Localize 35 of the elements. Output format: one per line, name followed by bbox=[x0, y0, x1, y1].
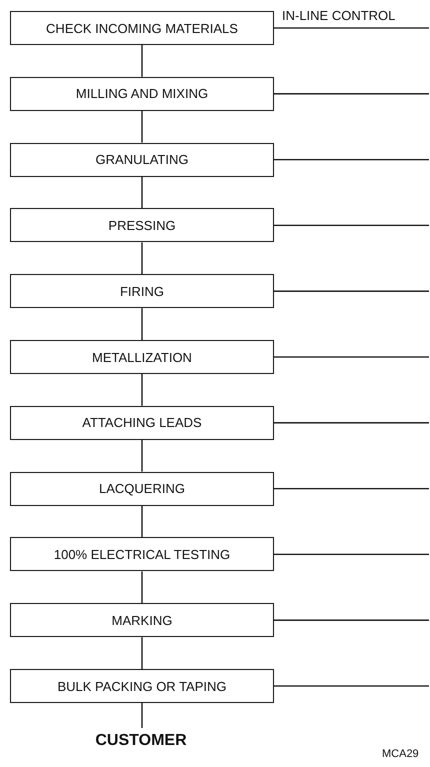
control-line bbox=[274, 27, 429, 29]
column-heading: IN-LINE CONTROL bbox=[282, 8, 396, 23]
connector-line bbox=[141, 637, 143, 669]
process-box: 100% ELECTRICAL TESTING bbox=[10, 537, 274, 572]
control-line bbox=[274, 224, 429, 226]
control-line bbox=[274, 488, 429, 490]
connector-line bbox=[141, 242, 143, 274]
process-box: LACQUERING bbox=[10, 472, 274, 506]
process-box: CHECK INCOMING MATERIALS bbox=[10, 11, 274, 45]
process-box: MARKING bbox=[10, 603, 274, 638]
connector-line bbox=[141, 440, 143, 472]
connector-line bbox=[141, 308, 143, 340]
control-line bbox=[274, 290, 429, 292]
control-line bbox=[274, 620, 429, 621]
connector-line bbox=[141, 176, 143, 208]
process-box: MILLING AND MIXING bbox=[10, 76, 274, 111]
control-line bbox=[274, 158, 429, 160]
process-box: FIRING bbox=[10, 274, 274, 308]
connector-line bbox=[141, 703, 143, 728]
connector-line bbox=[141, 506, 143, 538]
connector-line bbox=[141, 571, 143, 604]
control-line bbox=[274, 93, 429, 94]
control-line bbox=[274, 685, 429, 687]
connector-line bbox=[141, 374, 143, 406]
figure-code: MCA29 bbox=[382, 748, 419, 760]
process-box: ATTACHING LEADS bbox=[10, 406, 274, 440]
process-box: PRESSING bbox=[10, 208, 274, 242]
control-line bbox=[274, 422, 429, 424]
process-box: BULK PACKING OR TAPING bbox=[10, 669, 274, 703]
connector-line bbox=[141, 110, 143, 143]
connector-line bbox=[141, 45, 143, 77]
process-box: METALLIZATION bbox=[10, 340, 274, 374]
control-line bbox=[274, 356, 429, 358]
control-line bbox=[274, 554, 429, 556]
process-box: GRANULATING bbox=[10, 142, 274, 177]
